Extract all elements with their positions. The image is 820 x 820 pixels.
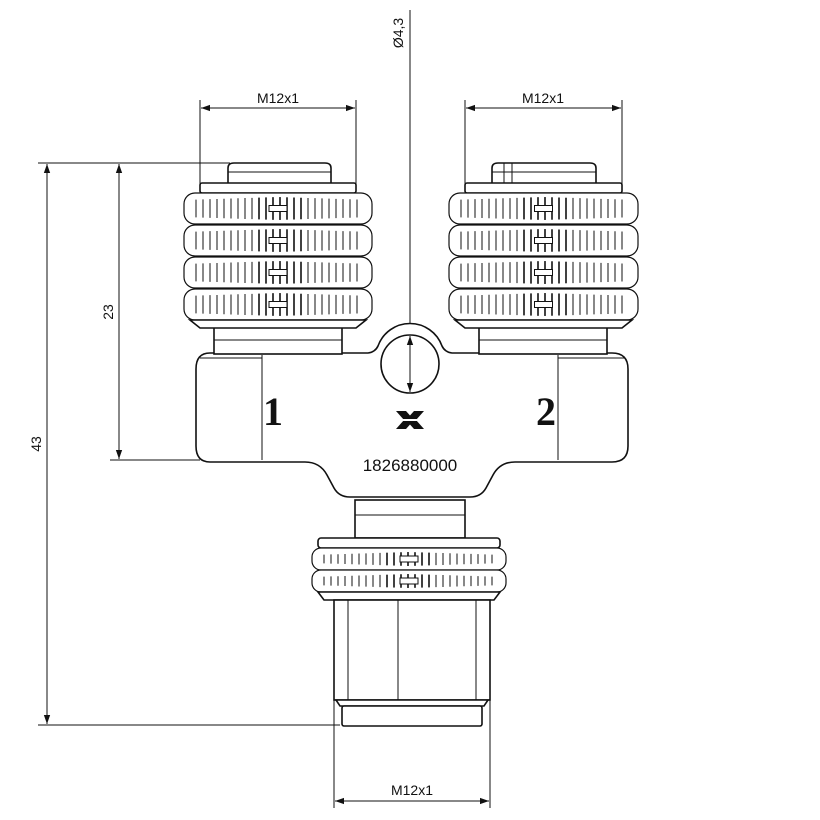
knurl-slot (534, 301, 553, 308)
coupling-nut-port-1 (183, 162, 373, 355)
dim-label-bottom: M12x1 (391, 782, 433, 798)
knurl-slot (534, 269, 553, 276)
knurl-slot (534, 237, 553, 244)
coupling-nut-port-2 (448, 162, 639, 355)
dim-label-body: 23 (100, 304, 116, 320)
knurl-slot (268, 269, 288, 276)
weidmueller-logo-icon (394, 411, 426, 429)
knurl-slot (268, 301, 288, 308)
dim-label-top-left: M12x1 (257, 90, 299, 106)
dimension-top-left-thread: M12x1 (199, 90, 357, 185)
knurl-slot (534, 205, 553, 212)
knurl-pattern-port-2 (460, 197, 623, 316)
port-2-label: 2 (536, 389, 556, 434)
knurl-slot (399, 577, 419, 585)
dimension-body-height: 23 (100, 164, 200, 461)
knurl-slot (399, 555, 419, 563)
knurl-slot (268, 237, 288, 244)
dimension-total-height: 43 (28, 162, 340, 726)
port-1-label: 1 (263, 389, 283, 434)
connector-body: 1 2 1826880000 (195, 322, 629, 498)
dimension-bottom-thread: M12x1 (333, 700, 491, 808)
knurl-pattern-bottom (323, 552, 493, 588)
knurl-slot (268, 205, 288, 212)
dimension-top-right-thread: M12x1 (464, 90, 623, 185)
knurl-pattern-port-1 (195, 197, 358, 316)
dim-label-total: 43 (28, 436, 44, 452)
bottom-connector (311, 499, 507, 727)
part-number: 1826880000 (363, 456, 458, 475)
dim-label-hole: Ø4,3 (390, 18, 406, 49)
dim-label-top-right: M12x1 (522, 90, 564, 106)
